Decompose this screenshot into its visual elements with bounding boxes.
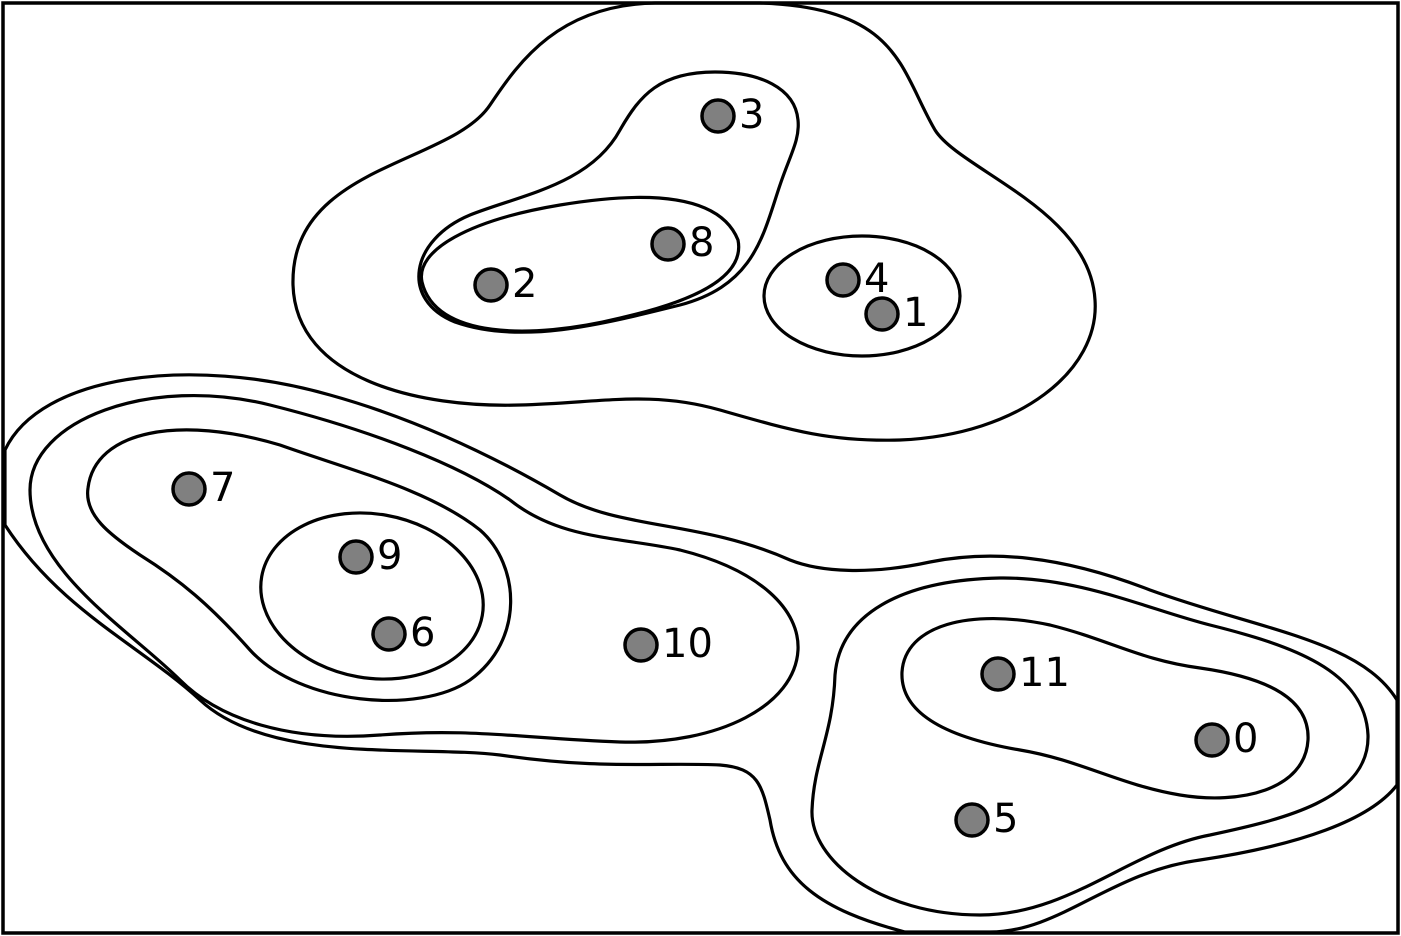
node-label-4: 4 <box>864 256 889 302</box>
node-11 <box>980 656 1016 692</box>
node-label-0: 0 <box>1233 716 1258 762</box>
node-9 <box>338 539 374 575</box>
cluster-right-11-0 <box>900 616 1310 800</box>
node-label-11: 11 <box>1019 650 1070 696</box>
node-5 <box>954 802 990 838</box>
node-2 <box>473 267 509 303</box>
cluster-top-2-8 <box>419 195 741 333</box>
cluster-left-7-9-6 <box>86 428 513 702</box>
node-1 <box>864 296 900 332</box>
node-label-10: 10 <box>662 621 713 667</box>
node-label-5: 5 <box>993 796 1018 842</box>
cluster-top-4-1 <box>762 234 962 358</box>
cluster-left-9-6 <box>259 511 485 681</box>
cluster-outer-top <box>291 1 1097 442</box>
node-group: 0 1 2 3 4 5 6 7 8 9 10 11 <box>171 92 1258 842</box>
cluster-right-11-0-5 <box>810 576 1370 917</box>
cluster-outer-bottom <box>3 373 1399 934</box>
node-label-7: 7 <box>210 465 235 511</box>
cluster-left-7-9-6-10 <box>28 393 800 744</box>
node-label-9: 9 <box>377 533 402 579</box>
node-10 <box>623 627 659 663</box>
node-label-8: 8 <box>689 220 714 266</box>
node-label-6: 6 <box>410 610 435 656</box>
node-6 <box>371 616 407 652</box>
node-0 <box>1194 722 1230 758</box>
node-label-3: 3 <box>739 92 764 138</box>
cluster-group <box>3 1 1399 934</box>
node-4 <box>825 262 861 298</box>
node-label-2: 2 <box>512 261 537 307</box>
node-8 <box>650 226 686 262</box>
node-label-1: 1 <box>903 290 928 336</box>
node-7 <box>171 471 207 507</box>
node-3 <box>700 98 736 134</box>
